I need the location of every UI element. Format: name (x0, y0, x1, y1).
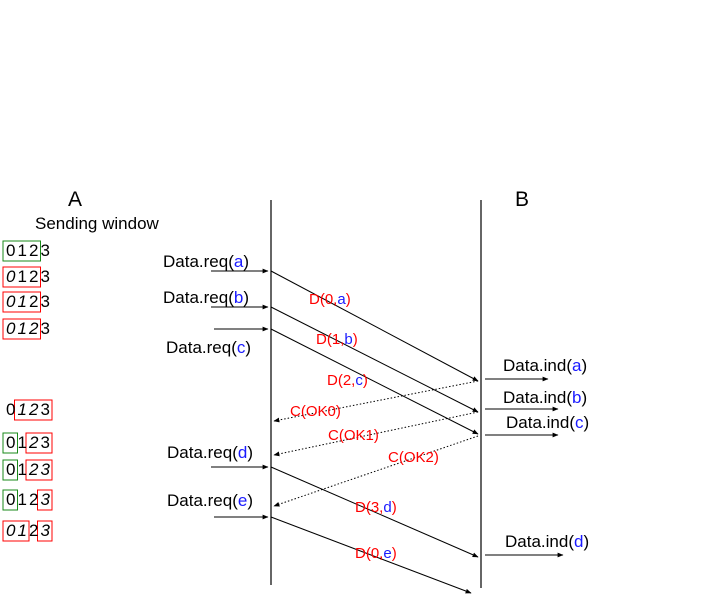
request-label: Data.req(e) (167, 491, 253, 510)
data-frame-arrow (270, 516, 472, 594)
data-frame-arrow (270, 328, 479, 435)
sequence-number: 3 (41, 460, 51, 479)
sequence-number: 2 (29, 521, 38, 540)
sequence-number: 2 (29, 292, 38, 311)
data-frame-label: D(3,d) (355, 499, 397, 516)
indication-label: Data.ind(a) (503, 356, 587, 375)
sequence-number: 3 (41, 267, 50, 286)
sequence-number: 1 (18, 400, 27, 419)
station-b-label: B (515, 188, 529, 211)
sequence-number: 2 (29, 267, 38, 286)
window-box (2, 240, 41, 262)
sending-window-title: Sending window (35, 214, 160, 233)
data-frame-label: D(2,c) (327, 372, 368, 389)
window-box (37, 489, 53, 511)
sequence-number: 1 (18, 460, 27, 479)
sequence-number: 1 (18, 267, 27, 286)
indication-label: Data.ind(d) (505, 532, 589, 551)
window-box (2, 432, 18, 454)
window-box (25, 432, 53, 454)
sequence-number: 3 (41, 241, 50, 260)
sequence-number: 1 (18, 433, 27, 452)
window-box (14, 399, 53, 421)
sequence-number: 3 (41, 490, 51, 509)
data-frame-label: D(0,e) (355, 545, 397, 562)
window-box (2, 291, 41, 313)
sequence-number: 3 (41, 292, 50, 311)
request-label: Data.req(b) (163, 288, 249, 307)
data-frame-arrow (270, 306, 479, 413)
data-frame-arrow (270, 270, 479, 382)
sequence-number: 2 (28, 433, 39, 452)
sequence-number: 1 (18, 490, 27, 509)
sequence-number: 2 (28, 400, 39, 419)
sequence-number: 1 (18, 319, 27, 338)
control-frame-label: C(OK1) (328, 427, 379, 444)
sequence-number: 3 (41, 521, 51, 540)
window-box (37, 520, 53, 542)
sequence-number: 1 (18, 292, 27, 311)
window-box (2, 489, 18, 511)
sequence-number: 2 (29, 241, 38, 260)
window-box (2, 318, 41, 340)
sequence-number: 0 (6, 319, 16, 338)
sequence-number: 3 (41, 400, 50, 419)
indication-label: Data.ind(c) (506, 413, 589, 432)
sequence-number: 3 (41, 433, 50, 452)
sequence-number: 2 (28, 460, 39, 479)
sequence-number: 1 (18, 521, 27, 540)
sequence-number: 0 (6, 490, 15, 509)
sequence-number: 0 (6, 460, 15, 479)
data-frame-label: D(0,a) (309, 291, 351, 308)
window-box (2, 459, 18, 481)
window-box (2, 520, 30, 542)
indication-label: Data.ind(b) (503, 388, 587, 407)
sequence-number: 3 (41, 319, 50, 338)
window-box (25, 459, 53, 481)
request-label: Data.req(d) (167, 443, 253, 462)
request-label: Data.req(a) (163, 252, 249, 271)
sequence-number: 1 (18, 241, 27, 260)
request-label: Data.req(c) (166, 338, 251, 357)
sequence-number: 0 (6, 267, 16, 286)
control-frame-arrow (273, 435, 479, 507)
station-a-label: A (68, 188, 82, 211)
sequence-number: 0 (6, 292, 16, 311)
sequence-number: 0 (6, 521, 16, 540)
sequence-number: 2 (29, 490, 38, 509)
control-frame-label: C(OK0) (290, 403, 341, 420)
data-frame-arrow (270, 466, 479, 558)
sequence-number: 0 (6, 433, 15, 452)
window-box (2, 266, 41, 288)
control-frame-label: C(OK2) (388, 449, 439, 466)
sequence-number: 0 (6, 241, 15, 260)
sequence-number: 0 (6, 400, 15, 419)
data-frame-label: D(1,b) (316, 331, 358, 348)
sequence-number: 2 (28, 319, 39, 338)
